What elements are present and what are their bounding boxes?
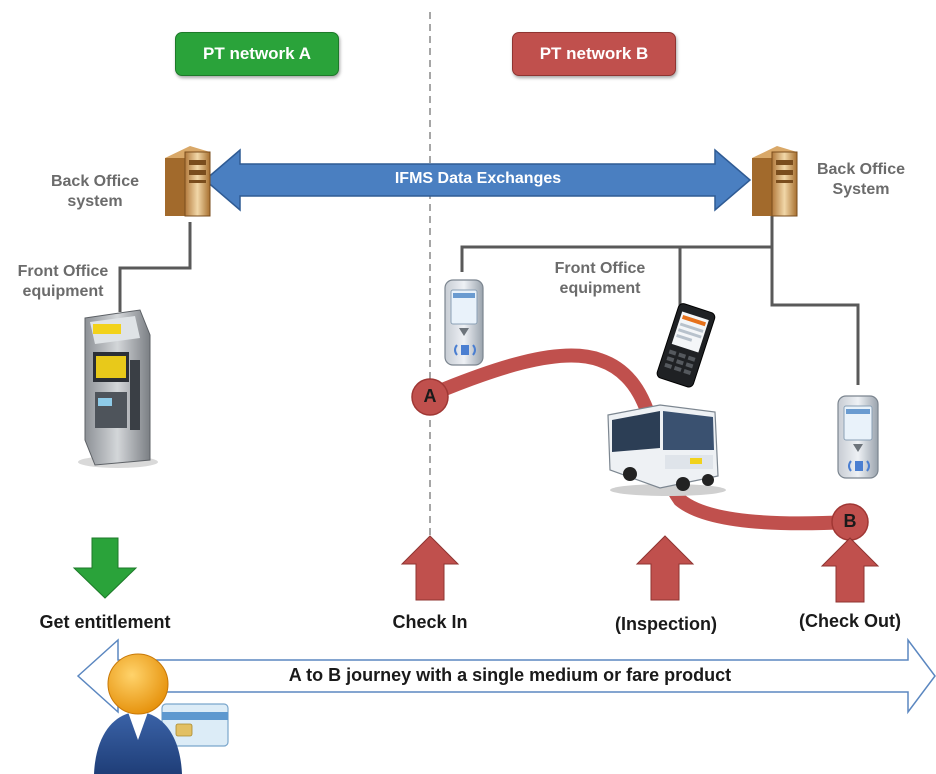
card-validator-icon (444, 279, 484, 366)
back-office-server-icon (752, 146, 798, 217)
journey-label: A to B journey with a single medium or f… (288, 665, 732, 685)
passenger-icon (94, 653, 182, 774)
check-out-arrow (820, 537, 880, 603)
journey-start-letter: A (423, 386, 437, 406)
journey-end-letter: B (843, 511, 857, 531)
check-out-label: (Check Out) (798, 611, 901, 631)
back-office-left-label: Back Office system (30, 172, 160, 212)
back-office-right-line2: System (832, 181, 890, 198)
check-in-label: Check In (392, 612, 468, 632)
back-office-left-line2: system (67, 193, 123, 210)
back-office-server-icon (165, 146, 211, 217)
front-office-left-label: Front Office equipment (0, 262, 126, 302)
inspection-arrow (635, 535, 695, 601)
back-office-right-label: Back Office System (796, 160, 926, 200)
check-in-arrow (400, 535, 460, 601)
pt-network-a-label: PT network A (203, 44, 311, 63)
card-validator-icon (837, 395, 879, 479)
front-office-right-line2: equipment (559, 280, 641, 297)
inspection-label: (Inspection) (615, 614, 717, 634)
pt-network-b-badge: PT network B (512, 32, 676, 76)
bus-icon (607, 404, 726, 496)
get-entitlement-label: Get entitlement (39, 612, 171, 632)
back-office-right-line1: Back Office (816, 161, 906, 178)
journey-start-marker (411, 378, 449, 416)
ticket-machine-icon (78, 309, 158, 468)
back-office-left-line1: Back Office (50, 173, 140, 190)
front-office-left-line2: equipment (22, 283, 104, 300)
front-office-right-label: Front Office equipment (535, 259, 665, 299)
front-office-right-line1: Front Office (554, 260, 646, 277)
pt-network-b-label: PT network B (539, 44, 649, 63)
get-entitlement-arrow (72, 537, 138, 599)
connector-left (118, 222, 192, 312)
ifms-exchange-arrow (203, 148, 752, 212)
ifms-exchange-label: IFMS Data Exchanges (394, 170, 562, 187)
connector-right (460, 212, 860, 385)
pt-network-a-badge: PT network A (175, 32, 339, 76)
handheld-terminal-icon (656, 303, 716, 388)
front-office-left-line1: Front Office (17, 263, 109, 280)
